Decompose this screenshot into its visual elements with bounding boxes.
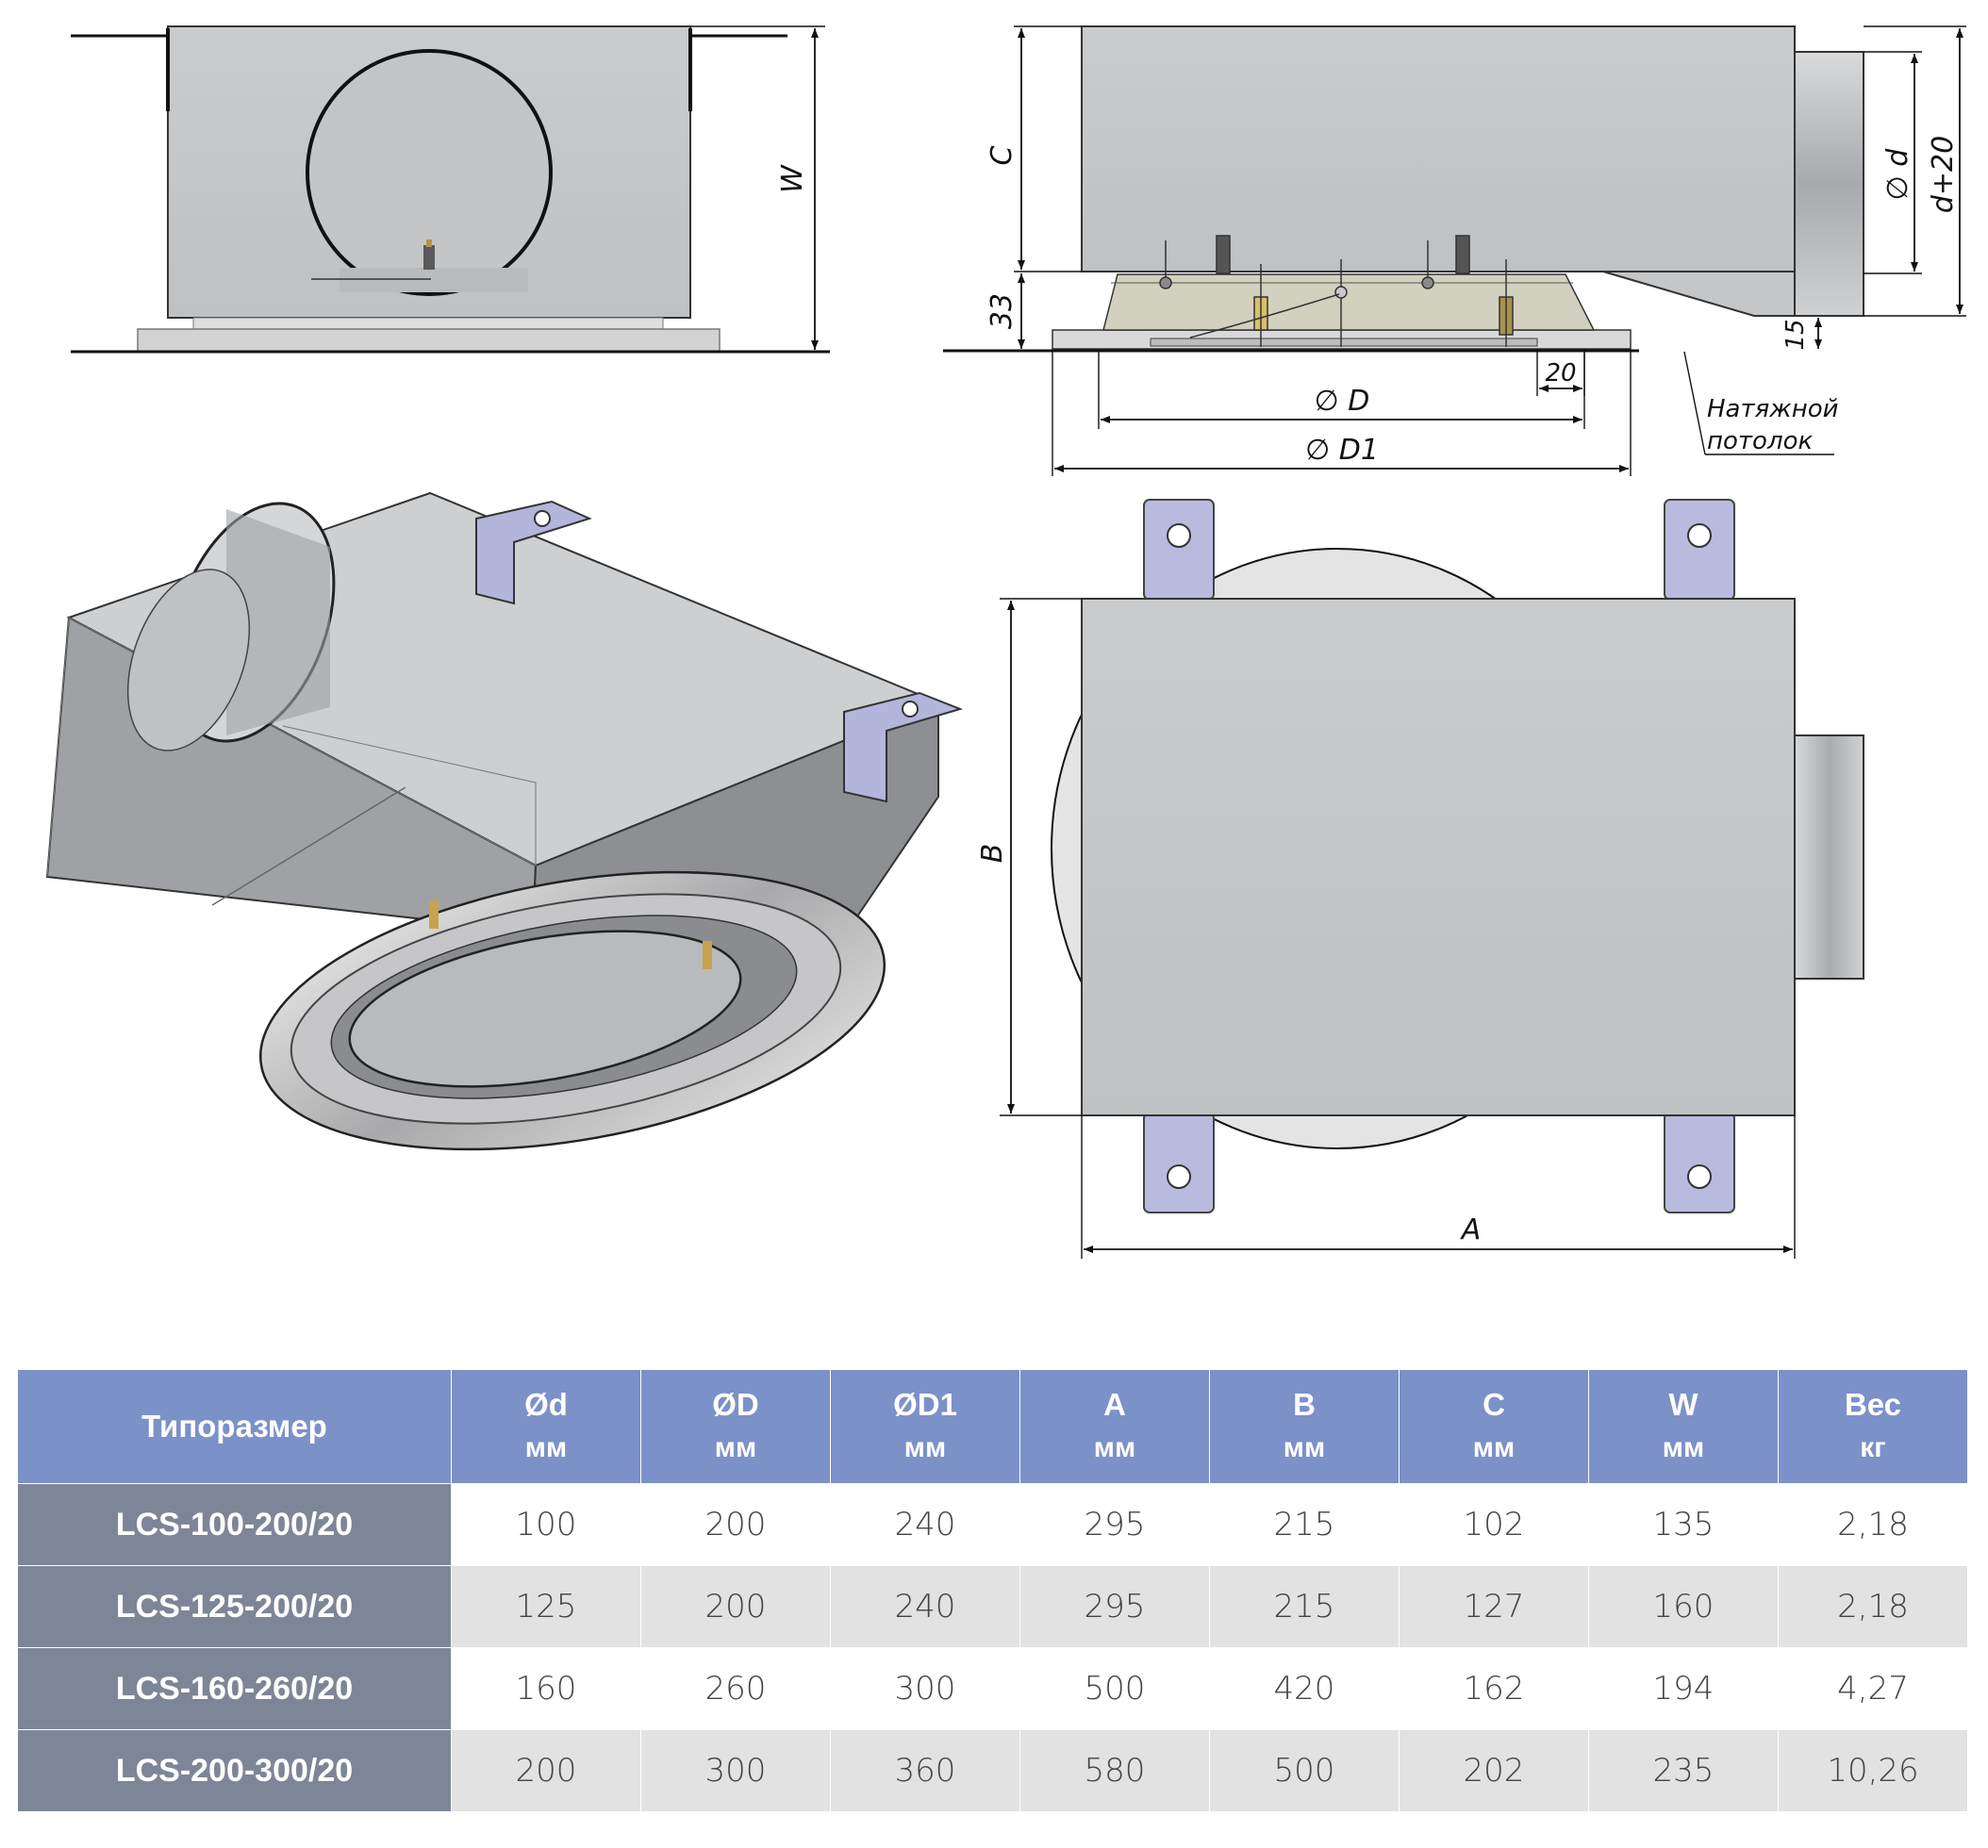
model-cell: LCS-100-200/20 xyxy=(17,1483,452,1566)
value-cell: 235 xyxy=(1588,1729,1779,1812)
value-cell: 100 xyxy=(451,1483,641,1566)
value-cell: 500 xyxy=(1019,1647,1210,1730)
brackets-top xyxy=(1143,499,1735,1213)
value-cell: 420 xyxy=(1209,1647,1400,1730)
value-cell: 295 xyxy=(1019,1565,1210,1648)
value-cell: 200 xyxy=(640,1483,831,1566)
ceiling-label-2: потолок xyxy=(1707,427,1813,455)
value-cell: 135 xyxy=(1588,1483,1779,1566)
value-cell: 4,27 xyxy=(1778,1647,1968,1730)
value-cell: 215 xyxy=(1209,1483,1400,1566)
model-cell: LCS-125-200/20 xyxy=(17,1565,452,1648)
dim-a-label: A xyxy=(1460,1213,1482,1246)
value-cell: 127 xyxy=(1399,1565,1589,1648)
dim-phi-d-label: ∅ d xyxy=(1881,148,1914,201)
dim-c-label: C xyxy=(986,145,1019,165)
value-cell: 215 xyxy=(1209,1565,1400,1648)
dim-w-label: W xyxy=(776,164,809,193)
value-cell: 240 xyxy=(830,1483,1020,1566)
value-cell: 500 xyxy=(1209,1729,1400,1812)
side-view: C 33 ∅ d d+20 15 20 ∅ D ∅ D1 Натяжной по… xyxy=(943,25,1966,476)
dim-15-label: 15 xyxy=(1781,319,1810,350)
table-row: LCS-125-200/20 125 200 240 295 215 127 1… xyxy=(17,1565,1968,1648)
value-cell: 162 xyxy=(1399,1647,1589,1730)
technical-drawing: W C 33 xyxy=(45,25,1966,1259)
table-row: LCS-160-260/20 160 260 300 500 420 162 1… xyxy=(17,1647,1968,1730)
header-model: Типоразмер xyxy=(17,1369,452,1484)
value-cell: 360 xyxy=(830,1729,1020,1812)
table-row: LCS-100-200/20 100 200 240 295 215 102 1… xyxy=(17,1483,1968,1566)
value-cell: 295 xyxy=(1019,1483,1210,1566)
value-cell: 260 xyxy=(640,1647,831,1730)
dim-phi-D-label: ∅ D xyxy=(1315,385,1370,418)
isometric-view xyxy=(45,491,964,1151)
value-cell: 200 xyxy=(640,1565,831,1648)
front-view: W xyxy=(71,25,830,354)
ceiling-label-1: Натяжной xyxy=(1707,395,1839,423)
value-cell: 300 xyxy=(640,1729,831,1812)
diffuser-iso xyxy=(258,870,886,1151)
value-cell: 2,18 xyxy=(1778,1483,1968,1566)
model-cell: LCS-200-300/20 xyxy=(17,1729,452,1812)
dim-d20-label: d+20 xyxy=(1927,136,1960,213)
dim-20-label: 20 xyxy=(1545,359,1576,388)
table-row: LCS-200-300/20 200 300 360 580 500 202 2… xyxy=(17,1729,1968,1812)
value-cell: 240 xyxy=(830,1565,1020,1648)
top-view: B A xyxy=(976,499,1864,1259)
value-cell: 125 xyxy=(451,1565,641,1648)
dim-33-label: 33 xyxy=(986,293,1019,329)
value-cell: 194 xyxy=(1588,1647,1779,1730)
model-cell: LCS-160-260/20 xyxy=(17,1647,452,1730)
value-cell: 300 xyxy=(830,1647,1020,1730)
mounting-studs xyxy=(1159,235,1514,347)
value-cell: 580 xyxy=(1019,1729,1210,1812)
value-cell: 10,26 xyxy=(1778,1729,1968,1812)
value-cell: 200 xyxy=(451,1729,641,1812)
dim-phi-D1-label: ∅ D1 xyxy=(1305,434,1379,467)
value-cell: 160 xyxy=(1588,1565,1779,1648)
dim-b-label: B xyxy=(976,844,1009,864)
value-cell: 102 xyxy=(1399,1483,1589,1566)
value-cell: 202 xyxy=(1399,1729,1589,1812)
duct-collar-iso xyxy=(126,502,336,751)
value-cell: 2,18 xyxy=(1778,1565,1968,1648)
brackets-iso xyxy=(475,500,964,803)
value-cell: 160 xyxy=(451,1647,641,1730)
